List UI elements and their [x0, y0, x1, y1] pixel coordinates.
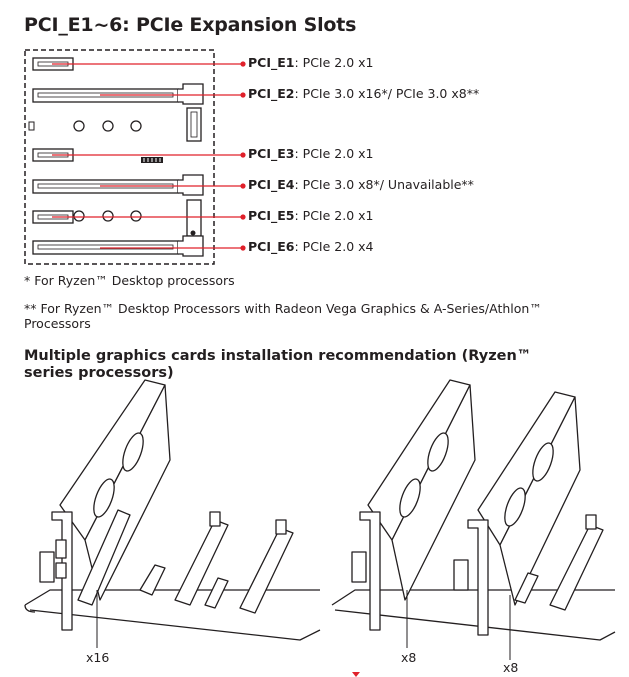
slot-label-pci-e5: PCI_E5: PCIe 2.0 x1	[248, 208, 374, 223]
graphics-card-single	[39, 379, 171, 631]
slot-label-pci-e1: PCI_E1: PCIe 2.0 x1	[248, 55, 374, 70]
slot-desc: : PCIe 2.0 x1	[294, 146, 374, 161]
page-marker	[352, 672, 360, 677]
slot-desc: : PCIe 3.0 x16*/ PCIe 3.0 x8**	[294, 86, 480, 101]
label-x8-left: x8	[401, 650, 417, 665]
slot-name: PCI_E3	[248, 146, 295, 161]
slot-desc: : PCIe 2.0 x1	[294, 208, 374, 223]
slot-label-pci-e6: PCI_E6: PCIe 2.0 x4	[248, 239, 374, 254]
graphics-card-dual-2	[453, 391, 581, 636]
leader-lines	[96, 590, 511, 660]
slot-label-pci-e3: PCI_E3: PCIe 2.0 x1	[248, 146, 374, 161]
page-title: PCI_E1~6: PCIe Expansion Slots	[24, 14, 357, 36]
recommendation-title: Multiple graphics cards installation rec…	[24, 348, 532, 381]
board-outline	[24, 49, 215, 265]
footnote-vega: ** For Ryzen™ Desktop Processors with Ra…	[24, 301, 542, 331]
slot-desc: : PCIe 2.0 x4	[294, 239, 374, 254]
slot-illustration-x1	[139, 564, 229, 609]
graphics-card-dual-1	[351, 379, 476, 631]
slot-name: PCI_E4	[248, 177, 295, 192]
slot-name: PCI_E6	[248, 239, 295, 254]
slot-illustration-x16-left	[174, 511, 294, 614]
slot-name: PCI_E2	[248, 86, 295, 101]
slot-name: PCI_E5	[248, 208, 295, 223]
slot-label-pci-e4: PCI_E4: PCIe 3.0 x8*/ Unavailable**	[248, 177, 474, 192]
label-x8-right: x8	[503, 660, 519, 675]
slot-desc: : PCIe 3.0 x8*/ Unavailable**	[294, 177, 474, 192]
slot-pci-e2	[32, 83, 204, 105]
slot-desc: : PCIe 2.0 x1	[294, 55, 374, 70]
label-x16: x16	[86, 650, 110, 665]
slot-name: PCI_E1	[248, 55, 295, 70]
slot-label-pci-e2: PCI_E2: PCIe 3.0 x16*/ PCIe 3.0 x8**	[248, 86, 479, 101]
slot-illustration-x16-right	[514, 514, 604, 611]
footnote-ryzen: * For Ryzen™ Desktop processors	[24, 273, 235, 288]
callout-lines	[52, 61, 246, 251]
